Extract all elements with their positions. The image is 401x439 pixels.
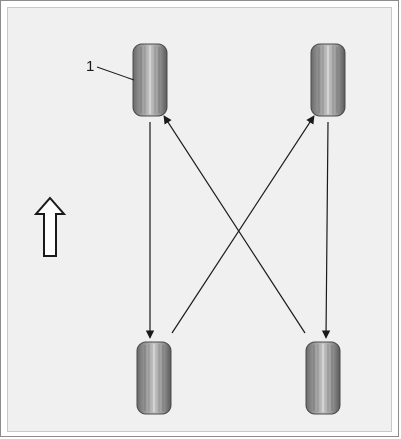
tire-icon-front-left (132, 43, 168, 117)
arrow-rear-right-to-front-left (163, 115, 306, 334)
tire-icon-rear-right (305, 341, 341, 415)
forward-direction-arrow-icon (33, 196, 67, 257)
arrow-front-right-to-rear-right (321, 121, 331, 339)
callout-leader-line (96, 66, 135, 81)
callout-label-1: 1 (86, 58, 95, 75)
arrow-rear-left-to-front-right (171, 115, 315, 334)
tire-icon-rear-left (136, 341, 172, 415)
tire-icon-front-right (310, 43, 346, 117)
